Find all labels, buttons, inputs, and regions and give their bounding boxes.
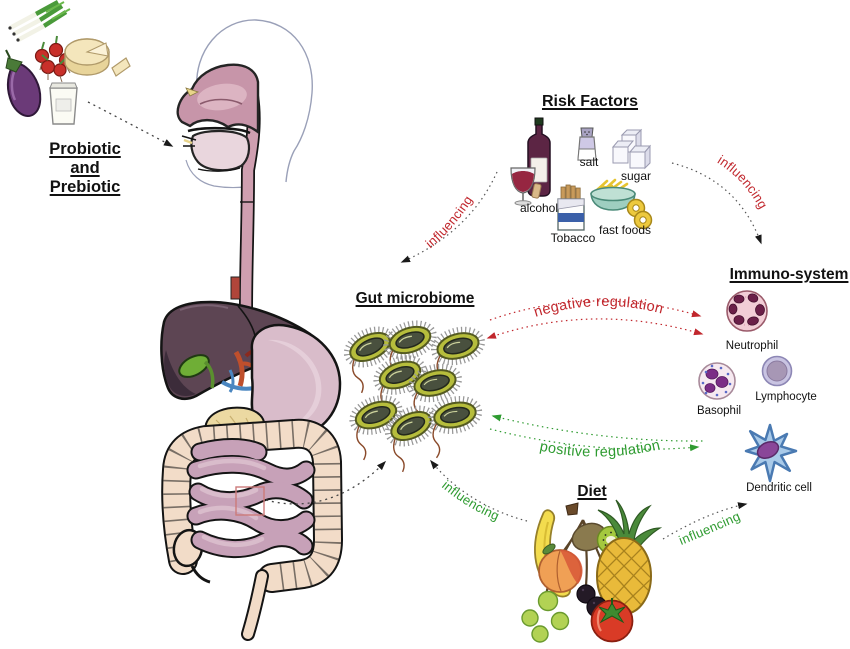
arrow-probiotic-to-mouth (87, 101, 174, 147)
risk-factors-title: Risk Factors (541, 93, 639, 110)
neutrophil-label: Neutrophil (725, 340, 779, 352)
head-outline (196, 19, 313, 183)
neutrophil-cell (726, 290, 768, 332)
sugar-label: sugar (620, 169, 652, 183)
gut-microbiome-title: Gut microbiome (355, 290, 475, 307)
arrow-risk-to-immune (671, 162, 762, 245)
salt-label: salt (579, 155, 599, 169)
diet-title: Diet (577, 483, 607, 500)
gallbladder (178, 354, 210, 378)
probiotic-prebiotic-title: Probiotic and Prebiotic (49, 140, 121, 197)
probiotic-line: Probiotic (49, 140, 121, 158)
arrow-intestine-to-bacteria (265, 460, 387, 505)
lymphocyte-label: Lymphocyte (755, 391, 817, 403)
arrow-diet-to-microbiome (430, 459, 528, 522)
gut-bacteria-cluster (339, 318, 491, 472)
magnified-region-box (235, 486, 265, 516)
label-influencing-risk-immune: influencing (715, 152, 771, 211)
pineapple-icon (596, 499, 663, 615)
dendritic-cell-label: Dendritic cell (746, 482, 812, 494)
lymphocyte-cell (761, 355, 793, 387)
tobacco-label: Tobacco (550, 231, 596, 245)
oral-cavity (190, 129, 251, 172)
fast-food-icon (590, 178, 653, 230)
alcohol-label: alcohol (519, 201, 559, 215)
label-influencing-diet-immune: influencing (677, 508, 743, 548)
immuno-system-title: Immuno-system (729, 266, 849, 283)
diet-fruits (521, 499, 663, 643)
salt-shaker-icon (577, 127, 597, 161)
basophil-cell (698, 362, 736, 400)
risk-factor-icons (510, 117, 653, 231)
arrow-negative-regulation-upper (489, 300, 702, 321)
yogurt-icon (49, 82, 78, 125)
eggplant-icon (5, 49, 42, 117)
label-influencing-diet-microbiome: influencing (439, 477, 501, 523)
green-onions-icon (8, 0, 71, 42)
arrow-positive-regulation-upper (491, 414, 704, 442)
fast-foods-label: fast foods (598, 223, 652, 237)
grapes-icon (521, 590, 570, 643)
basophil-label: Basophil (696, 405, 742, 417)
radishes-icon (34, 35, 74, 83)
probiotic-foods-illustration (5, 0, 131, 125)
small-intestine (186, 438, 316, 559)
peach-icon (538, 543, 583, 593)
digestive-tract-illustration (160, 19, 344, 641)
cigarette-pack-icon (557, 184, 585, 231)
prebiotic-line: Prebiotic (49, 178, 121, 196)
label-positive-regulation: positive regulation (538, 437, 661, 460)
wine-glass-icon (510, 167, 542, 206)
and-line: and (70, 159, 100, 177)
sugar-cubes-icon (611, 128, 652, 170)
cheese-icon (64, 38, 131, 77)
immune-cells (698, 290, 798, 483)
tomato-icon (590, 598, 634, 643)
label-influencing-risk-microbiome: influencing (423, 193, 476, 251)
label-negative-regulation: negative regulation (532, 294, 665, 321)
arrow-diet-to-immune (662, 502, 748, 540)
dendritic-cell (744, 423, 798, 483)
arrow-negative-regulation-lower (486, 318, 704, 339)
